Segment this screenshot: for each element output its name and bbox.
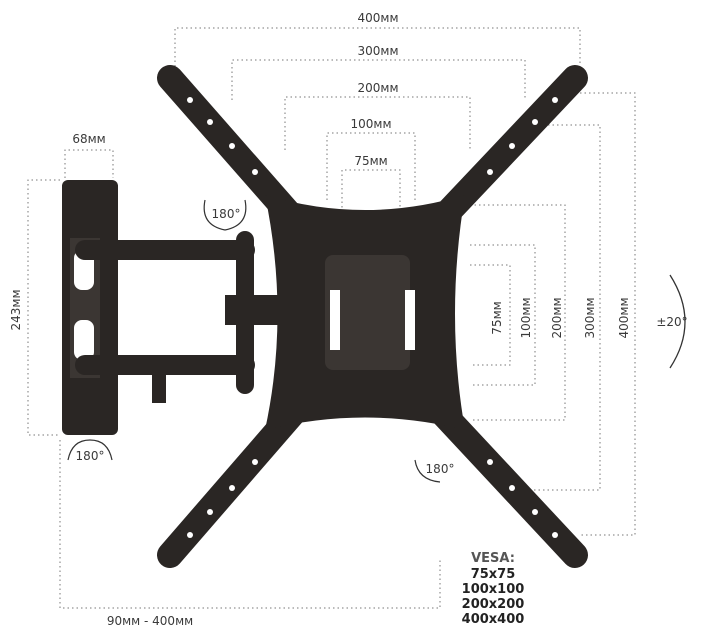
vesa-size: 400x400	[462, 612, 525, 627]
rotation-label-plate: 180°	[426, 462, 455, 476]
rotation-label-arm-top: 180°	[212, 207, 241, 221]
dim-top-200: 200мм	[357, 81, 398, 95]
dim-top-75: 75мм	[354, 154, 387, 168]
dim-wall-width: 68мм	[72, 132, 105, 146]
dim-extension: 90мм - 400мм	[107, 614, 193, 628]
rotation-label-arm-bottom: 180°	[76, 449, 105, 463]
dim-right-400: 400мм	[617, 297, 631, 338]
vesa-cross-plate	[157, 65, 588, 568]
vesa-size: 200x200	[462, 597, 525, 612]
dim-right-75: 75мм	[490, 301, 504, 334]
wall-plate	[62, 180, 118, 435]
dim-right-200: 200мм	[550, 297, 564, 338]
dim-wall-height: 243мм	[9, 289, 23, 330]
dim-right-100: 100мм	[519, 297, 533, 338]
dim-top-300: 300мм	[357, 44, 398, 58]
swing-arms	[75, 231, 285, 403]
rotation-arrow-arm-bottom: 180°	[67, 439, 113, 463]
rotation-arrow-arm-top: 180°	[203, 199, 247, 231]
vesa-size: 75x75	[471, 567, 516, 582]
dim-top-100: 100мм	[350, 117, 391, 131]
top-dimension-lines	[27, 27, 636, 609]
tilt-label: ±20°	[656, 315, 687, 329]
vesa-title: VESA:	[471, 551, 515, 566]
tilt-arrow: ±20°	[656, 274, 688, 369]
rotation-arrow-plate: 180°	[414, 459, 455, 483]
vesa-size: 100x100	[462, 582, 525, 597]
vesa-list: VESA: 75x75 100x100 200x200 400x400	[462, 551, 525, 627]
dim-right-300: 300мм	[583, 297, 597, 338]
dim-top-400: 400мм	[357, 11, 398, 25]
